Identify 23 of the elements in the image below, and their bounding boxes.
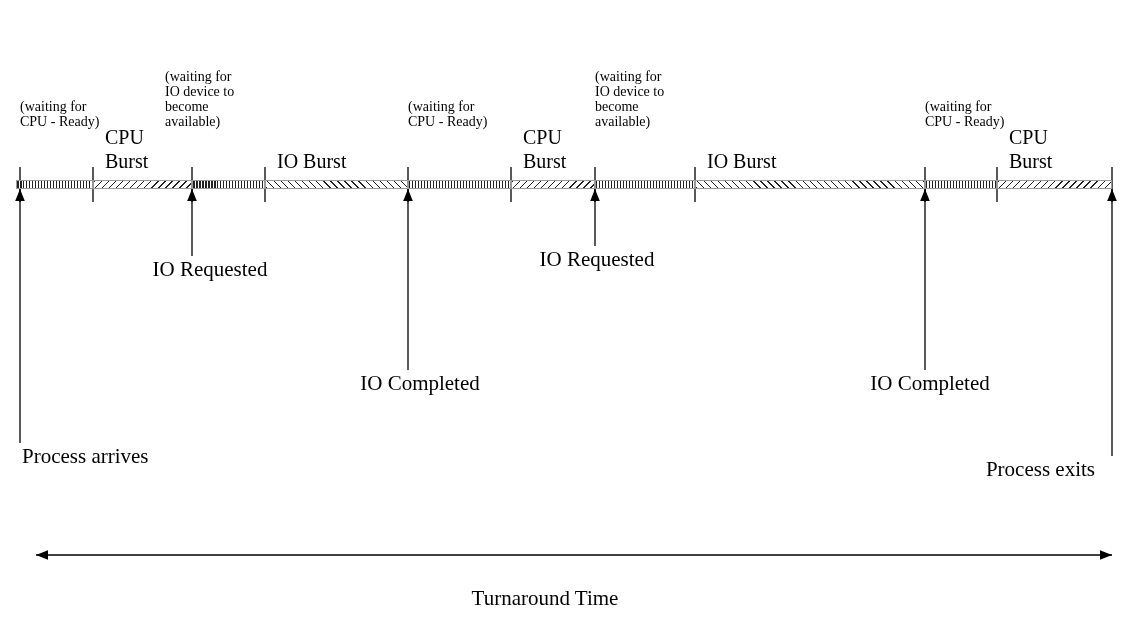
state-note: (waiting for CPU - Ready) xyxy=(925,99,1006,129)
event-label: Process exits xyxy=(935,456,1095,482)
state-note: (waiting for CPU - Ready) xyxy=(20,99,101,129)
arrow xyxy=(403,188,413,371)
arrow xyxy=(187,188,197,257)
event-label: IO Completed xyxy=(355,370,485,396)
state-note: (waiting for CPU - Ready) xyxy=(408,99,489,129)
event-label: IO Completed xyxy=(855,370,1005,396)
event-label: IO Requested xyxy=(522,246,672,272)
burst-label: IO Burst xyxy=(277,149,348,173)
event-label: Process arrives xyxy=(22,443,202,469)
arrow xyxy=(590,188,600,247)
state-note: (waiting for IO device to become available) xyxy=(165,69,236,129)
dimension-label: Turnaround Time xyxy=(470,585,620,611)
burst-label: CPU Burst xyxy=(523,125,568,173)
arrow xyxy=(1107,188,1117,457)
event-label: IO Requested xyxy=(150,256,270,282)
burst-label: CPU Burst xyxy=(105,125,150,173)
arrow xyxy=(920,188,930,371)
arrow xyxy=(15,188,25,444)
burst-label: IO Burst xyxy=(707,149,778,173)
state-note: (waiting for IO device to become available) xyxy=(595,69,666,129)
burst-label: CPU Burst xyxy=(1009,125,1054,173)
